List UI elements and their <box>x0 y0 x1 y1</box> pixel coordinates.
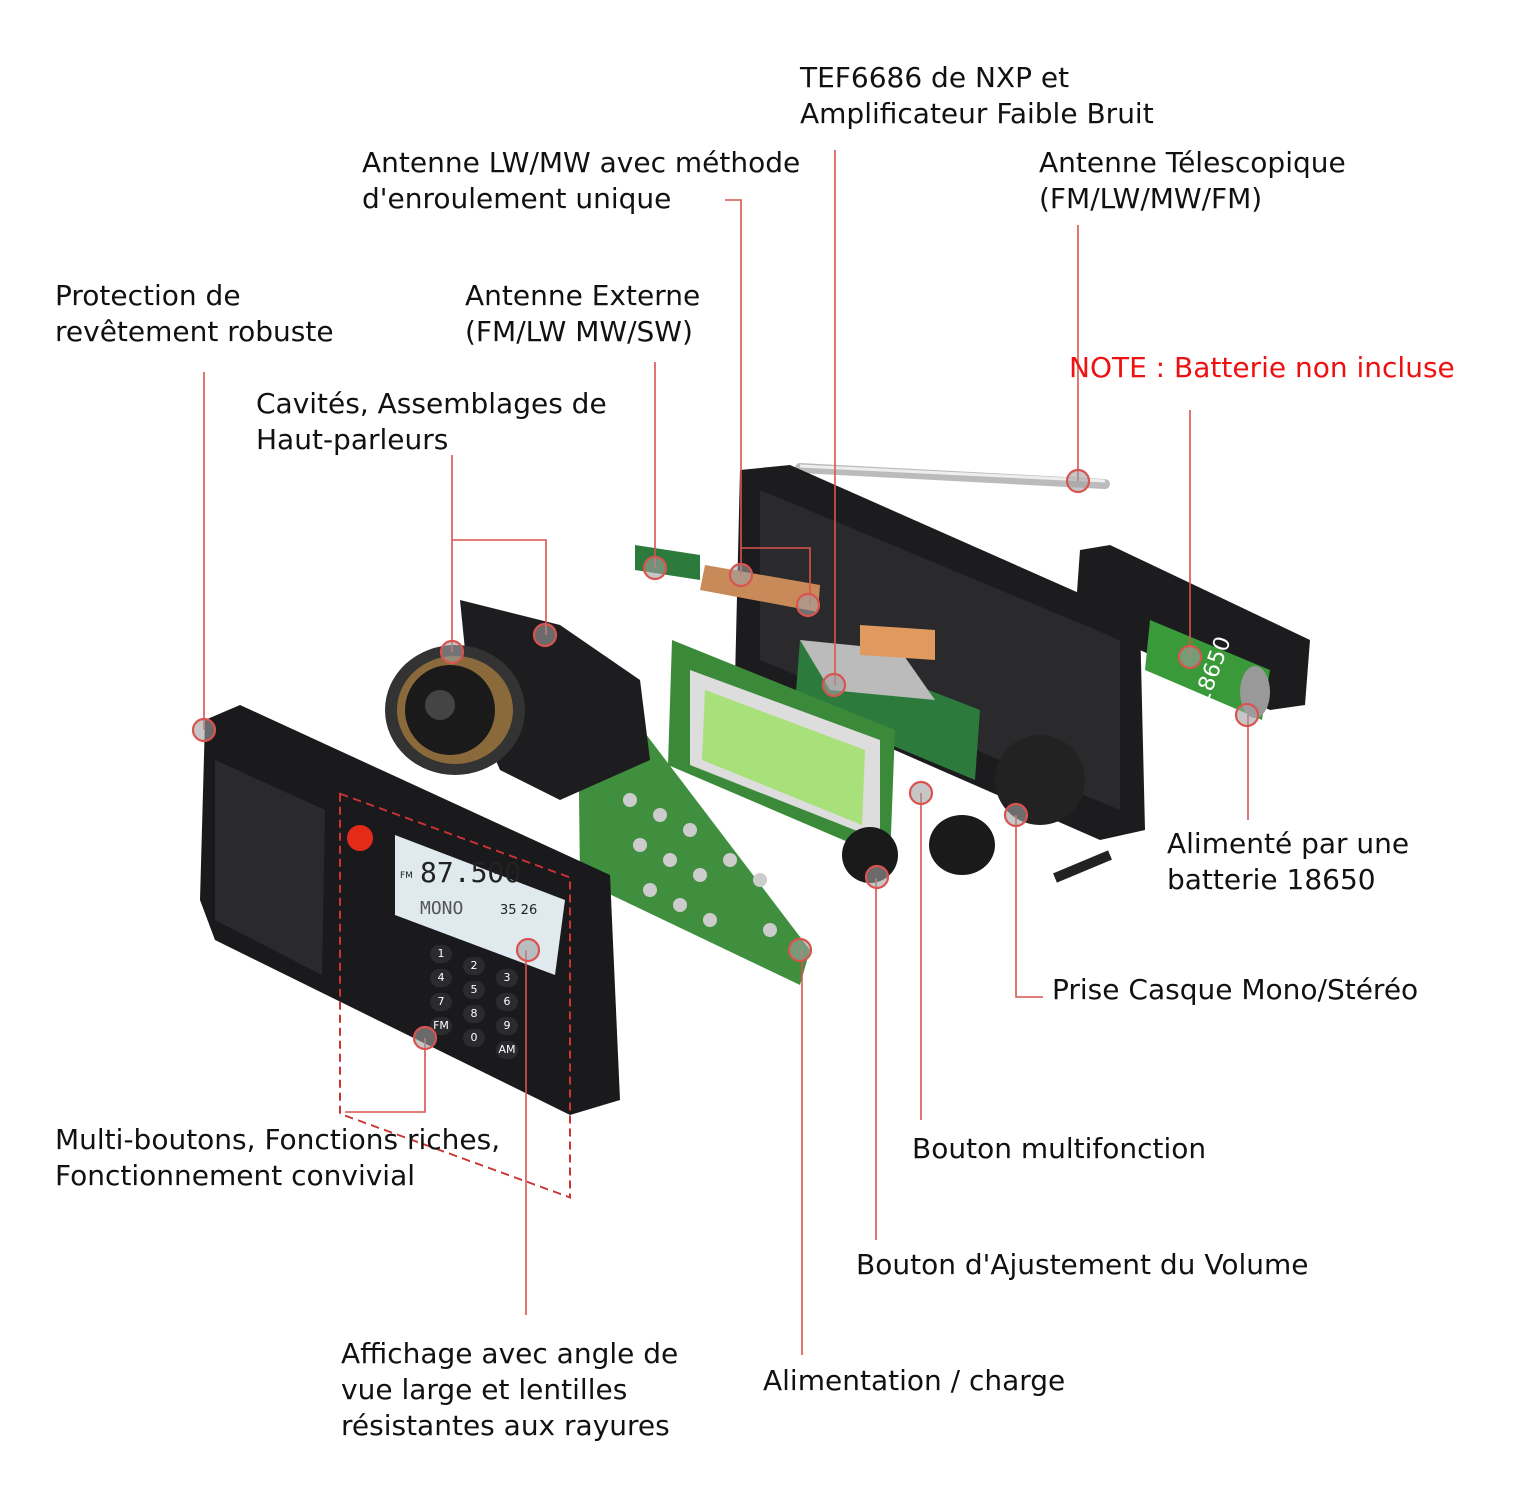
keypad-key[interactable]: 6 <box>496 993 518 1011</box>
keypad-key[interactable]: 9 <box>496 1017 518 1035</box>
label-line: résistantes aux rayures <box>341 1409 670 1442</box>
label-line: Protection de <box>55 279 241 312</box>
label-line: Haut-parleurs <box>256 423 449 456</box>
mode-readout: MONO <box>420 898 463 919</box>
label-line: Fonctionnement convivial <box>55 1159 416 1192</box>
tuning-knob <box>929 815 995 875</box>
label-line: Amplificateur Faible Bruit <box>800 97 1154 130</box>
keypad-pcb <box>578 700 810 985</box>
label-multi-buttons: Multi-boutons, Fonctions riches,Fonction… <box>55 1122 500 1194</box>
label-line: Affichage avec angle de <box>341 1337 679 1370</box>
label-line: Cavités, Assemblages de <box>256 387 607 420</box>
keypad-key[interactable]: 5 <box>463 981 485 999</box>
label-line: batterie 18650 <box>1167 863 1376 896</box>
band-readout: FM <box>400 871 413 881</box>
keypad-key[interactable]: 7 <box>430 993 452 1011</box>
frequency-readout: 87.500 <box>420 856 521 889</box>
label-line: Antenne LW/MW avec méthode <box>362 146 801 179</box>
keypad-key[interactable]: 8 <box>463 1005 485 1023</box>
time-readout: 35 26 <box>500 903 537 918</box>
label-line: Multi-boutons, Fonctions riches, <box>55 1123 501 1156</box>
label-external-antenna: Antenne Externe(FM/LW MW/SW) <box>465 278 700 350</box>
battery-holder: 18650 <box>1075 545 1310 720</box>
speaker-assembly <box>385 600 650 800</box>
label-line: Alimenté par une <box>1167 827 1410 860</box>
label-battery-note: NOTE : Batterie non incluse <box>1069 351 1455 384</box>
label-line: Antenne Télescopique <box>1039 146 1346 179</box>
label-line: vue large et lentilles <box>341 1373 628 1406</box>
display-module <box>668 640 895 860</box>
keypad-key[interactable]: 4 <box>430 969 452 987</box>
label-line: Antenne Externe <box>465 279 701 312</box>
keypad-key[interactable]: FM <box>430 1017 452 1035</box>
keypad-key[interactable]: 0 <box>463 1029 485 1047</box>
label-headphone-jack: Prise Casque Mono/Stéréo <box>1052 973 1419 1006</box>
label-line: (FM/LW/MW/FM) <box>1039 182 1263 215</box>
label-line: TEF6686 de NXP et <box>800 61 1070 94</box>
keypad-key[interactable]: AM <box>496 1041 518 1059</box>
keypad-key[interactable]: 3 <box>496 969 518 987</box>
label-line: (FM/LW MW/SW) <box>465 315 693 348</box>
label-line: revêtement robuste <box>55 315 334 348</box>
label-line: d'enroulement unique <box>362 182 672 215</box>
label-multifunction-knob: Bouton multifonction <box>912 1132 1207 1165</box>
keypad-key[interactable]: 2 <box>463 957 485 975</box>
keypad-key[interactable]: 1 <box>430 945 452 963</box>
telescopic-antenna <box>795 463 1110 489</box>
label-power-charge: Alimentation / charge <box>763 1364 1066 1397</box>
label-telescopic-antenna: Antenne Télescopique(FM/LW/MW/FM) <box>1039 145 1346 217</box>
power-button[interactable] <box>347 825 373 851</box>
label-volume-knob: Bouton d'Ajustement du Volume <box>856 1248 1309 1281</box>
